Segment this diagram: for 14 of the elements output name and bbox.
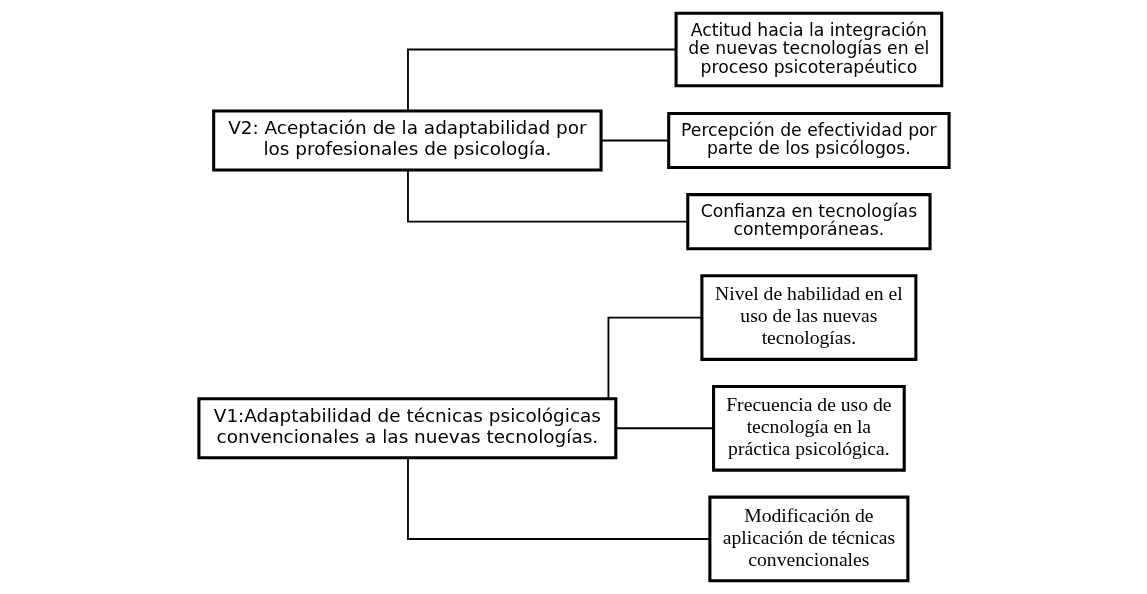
node-box: Confianza en tecnologías contemporáneas. [685, 193, 932, 251]
node-box: V1:Adaptabilidad de técnicas psicológicas convencionales a las nuevas tecnologías. [196, 397, 617, 460]
node-box: Actitud hacia la integración de nuevas tecnologías en el proceso psicoterapéutico [674, 11, 943, 88]
node-box: V2: Aceptación de la adaptabilidad por los profesionales de psicología. [211, 109, 603, 172]
node-box: Nivel de habilidad en el uso de las nuevas tecnologías. [699, 274, 917, 361]
connector [607, 316, 703, 400]
connector [406, 457, 711, 540]
connector [406, 48, 677, 112]
connector [406, 169, 688, 223]
node-box: Percepción de efectividad por parte de los psicólogos. [666, 111, 951, 170]
connector [599, 139, 669, 142]
node-box: Frecuencia de uso de tecnología en la práctica psicológica. [711, 384, 906, 472]
node-box: Modificación de aplicación de técnicas convencionales [707, 495, 909, 583]
connector [614, 427, 714, 430]
